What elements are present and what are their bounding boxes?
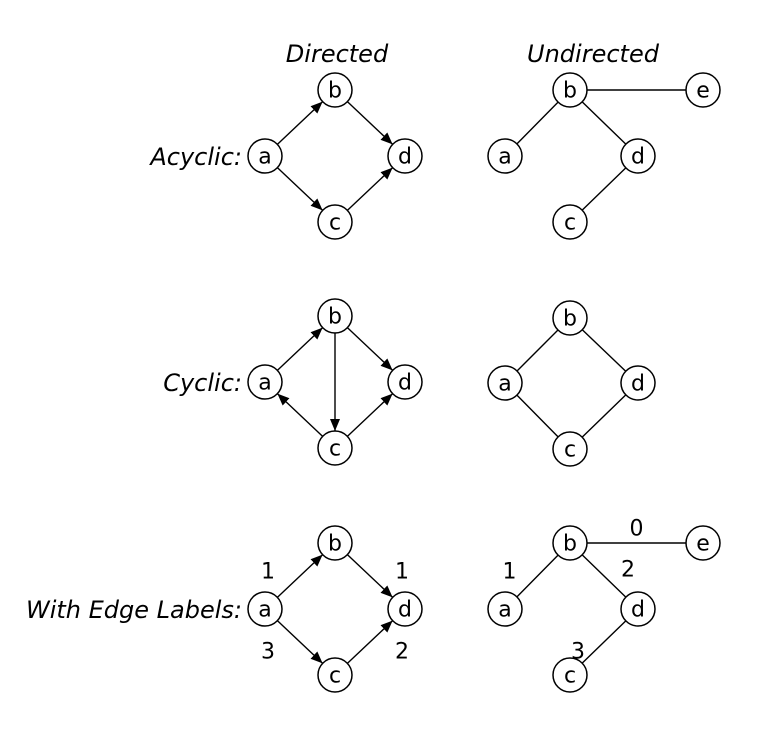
edge-label-a-c: 3: [261, 640, 275, 665]
edge-d-c: [581, 167, 627, 211]
edge-label-b-d: 2: [621, 558, 635, 583]
node-label-a: a: [498, 145, 511, 170]
edge-b-d: [581, 101, 627, 145]
edge-d-c: [581, 620, 627, 664]
node-a: a: [487, 365, 523, 401]
node-d: d: [620, 591, 656, 627]
edge-a-c: [516, 394, 559, 438]
node-label-e: e: [696, 532, 710, 557]
edge-label-b-d: 1: [395, 560, 409, 585]
node-label-d: d: [631, 598, 645, 623]
edge-c-d: [346, 167, 394, 211]
node-label-d: d: [631, 145, 645, 170]
edge-label-a-b: 1: [503, 560, 517, 585]
node-label-b: b: [328, 532, 342, 557]
edge-a-b: [516, 329, 559, 372]
edge-c-d: [581, 394, 627, 438]
node-label-c: c: [564, 664, 576, 689]
node-d: d: [387, 138, 423, 174]
node-a: a: [487, 138, 523, 174]
node-c: c: [552, 657, 588, 693]
node-label-c: c: [564, 211, 576, 236]
edge-label-a-b: 1: [261, 560, 275, 585]
header-directed: Directed: [286, 40, 389, 68]
node-c: c: [552, 431, 588, 467]
edge-b-d: [346, 327, 394, 371]
graph-acyclic-undirected: a b c d e: [487, 72, 721, 240]
node-label-d: d: [398, 145, 412, 170]
node-c: c: [317, 204, 353, 240]
node-label-d: d: [398, 371, 412, 396]
edge-c-d: [346, 393, 394, 437]
edge-a-b: [516, 101, 559, 145]
edge-c-a: [276, 393, 324, 437]
node-label-b: b: [563, 79, 577, 104]
node-c: c: [552, 204, 588, 240]
edge-a-c: [276, 167, 324, 211]
node-b: b: [552, 72, 588, 108]
node-label-c: c: [329, 437, 341, 462]
graph-labeled-directed: 1 1 3 2 a b c d: [247, 525, 423, 693]
node-label-c: c: [564, 438, 576, 463]
node-b: b: [317, 525, 353, 561]
edge-a-b: [276, 554, 324, 598]
node-d: d: [620, 365, 656, 401]
node-e: e: [685, 72, 721, 108]
node-label-d: d: [631, 372, 645, 397]
edge-a-b: [276, 327, 324, 371]
node-label-e: e: [696, 79, 710, 104]
node-label-b: b: [328, 305, 342, 330]
edge-b-d: [581, 329, 627, 372]
node-label-a: a: [258, 145, 271, 170]
node-b: b: [552, 300, 588, 336]
header-undirected: Undirected: [527, 40, 660, 68]
node-e: e: [685, 525, 721, 561]
row-label-acyclic: Acyclic:: [148, 143, 242, 171]
node-d: d: [387, 364, 423, 400]
node-label-a: a: [258, 598, 271, 623]
edge-a-c: [276, 620, 324, 664]
edge-label-c-d: 2: [395, 640, 409, 665]
edge-b-d: [346, 554, 394, 598]
graph-acyclic-directed: a b c d: [247, 72, 423, 240]
graph-cyclic-directed: a b c d: [247, 298, 423, 466]
edge-b-d: [346, 101, 394, 145]
node-d: d: [620, 138, 656, 174]
node-b: b: [317, 72, 353, 108]
node-d: d: [387, 591, 423, 627]
row-label-with-edge-labels: With Edge Labels:: [26, 596, 242, 624]
node-label-a: a: [498, 372, 511, 397]
node-label-d: d: [398, 598, 412, 623]
node-label-a: a: [258, 371, 271, 396]
row-label-cyclic: Cyclic:: [163, 369, 242, 397]
node-label-b: b: [563, 307, 577, 332]
node-label-b: b: [328, 79, 342, 104]
edge-a-b: [276, 101, 324, 145]
node-a: a: [487, 591, 523, 627]
node-label-c: c: [329, 211, 341, 236]
edge-label-b-e: 0: [630, 517, 644, 542]
edge-a-b: [516, 554, 559, 598]
graph-cyclic-undirected: a b c d: [487, 300, 656, 467]
node-label-b: b: [563, 532, 577, 557]
node-a: a: [247, 591, 283, 627]
node-c: c: [317, 430, 353, 466]
node-a: a: [247, 364, 283, 400]
node-b: b: [317, 298, 353, 334]
node-a: a: [247, 138, 283, 174]
node-c: c: [317, 657, 353, 693]
node-label-c: c: [329, 664, 341, 689]
edge-b-d: [581, 554, 627, 598]
node-b: b: [552, 525, 588, 561]
node-label-a: a: [498, 598, 511, 623]
edge-c-d: [346, 620, 394, 664]
